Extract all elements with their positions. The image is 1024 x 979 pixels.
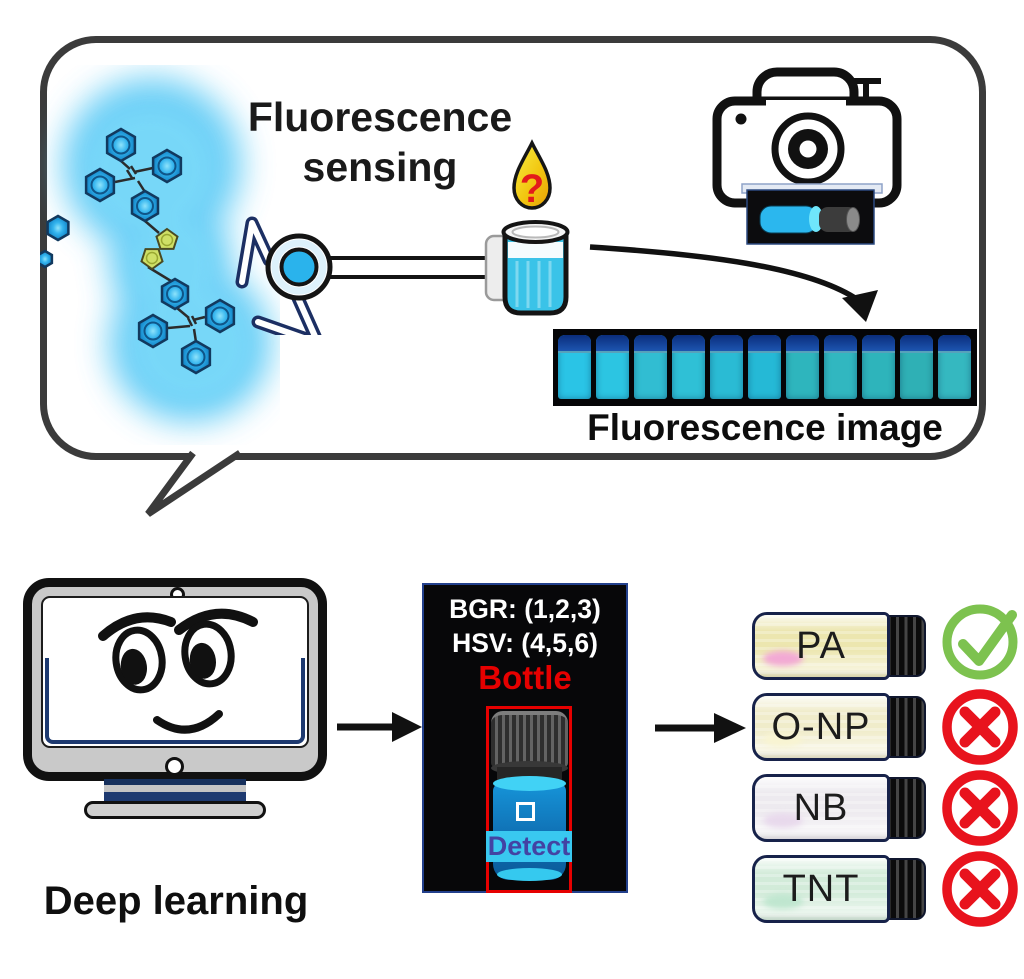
left-eyebrow	[98, 612, 176, 641]
fluorescence-sensing-title: Fluorescence sensing	[235, 92, 525, 192]
strip-vial-cap	[596, 335, 629, 353]
strip-vial-cap	[900, 335, 933, 353]
robot-arm-icon	[235, 216, 322, 335]
monitor-stand-base	[84, 801, 266, 819]
bounding-box	[486, 706, 572, 893]
strip-vial	[900, 335, 933, 399]
strip-vial-cap	[748, 335, 781, 353]
strip-vial-cap	[558, 335, 591, 353]
computer-monitor	[23, 578, 327, 781]
imaging-stage	[741, 183, 883, 245]
vial-body: O-NP	[752, 693, 890, 761]
strip-vial-cap	[672, 335, 705, 353]
class-label: Bottle	[478, 659, 572, 696]
fluorescence-image-label: Fluorescence image	[587, 407, 943, 448]
strip-vial	[748, 335, 781, 399]
detect-badge: Detect	[486, 831, 572, 862]
stirrer-ring-icon	[265, 233, 333, 301]
thiophene-rings	[140, 227, 179, 271]
bgr-value: BGR: (1,2,3)	[449, 594, 601, 624]
strip-vial	[672, 335, 705, 399]
analyte-label: PA	[796, 624, 846, 667]
result-row: TNT	[752, 851, 1024, 927]
droplet-question-mark: ?	[520, 167, 544, 211]
monitor-screen	[41, 596, 309, 748]
strip-vial	[710, 335, 743, 399]
strip-vial	[596, 335, 629, 399]
left-eye	[112, 626, 166, 694]
strip-vial-cap	[938, 335, 971, 353]
vial-body: TNT	[752, 855, 890, 923]
sensing-apparatus: ?	[235, 139, 570, 335]
aromatic-ring-circles	[90, 135, 230, 367]
monitor-stand-neck	[104, 779, 246, 803]
camera-lens	[771, 112, 845, 186]
vial-body: NB	[752, 774, 890, 842]
result-row: NB	[752, 770, 1024, 846]
analyte-label: NB	[793, 786, 849, 829]
phenyl-rings	[40, 127, 236, 375]
vial-body: PA	[752, 612, 890, 680]
monitor-button	[165, 757, 184, 776]
strip-vial-cap	[824, 335, 857, 353]
strip-vial-cap	[710, 335, 743, 353]
speech-bubble-tail	[145, 450, 242, 517]
cross-icon	[942, 770, 1018, 846]
fluorescence-image-strip	[553, 329, 977, 406]
strip-vial-cap	[786, 335, 819, 353]
bottle-bottom	[497, 868, 562, 881]
analyte-vial: PA	[752, 612, 926, 680]
title-line2: sensing	[302, 144, 458, 190]
detection-anchor-square	[516, 802, 535, 821]
question-droplet-icon: ?	[512, 139, 552, 211]
right-eye	[181, 620, 235, 688]
analyte-label: O-NP	[771, 705, 871, 748]
strip-vial	[786, 335, 819, 399]
cross-icon	[942, 851, 1018, 927]
arrow-panel-to-results	[655, 713, 746, 743]
strip-vial	[634, 335, 667, 399]
title-line1: Fluorescence	[247, 94, 513, 140]
hsv-value: HSV: (4,5,6)	[452, 628, 598, 658]
strip-vial-cap	[862, 335, 895, 353]
strip-vial	[824, 335, 857, 399]
sample-vial-icon	[501, 220, 570, 316]
screen-reflection	[45, 658, 305, 744]
strip-vial-cap	[634, 335, 667, 353]
strip-vial	[862, 335, 895, 399]
liquid-surface	[493, 776, 566, 791]
analyte-label: TNT	[782, 867, 860, 910]
arrow-monitor-to-panel	[337, 712, 422, 742]
strip-vial	[558, 335, 591, 399]
strip-vial	[938, 335, 971, 399]
analyte-vial: O-NP	[752, 693, 926, 761]
bottle-cap	[491, 711, 568, 767]
camera-icon	[712, 67, 902, 245]
analyte-vial: TNT	[752, 855, 926, 923]
fluorescent-molecule-icon	[40, 77, 272, 423]
detection-panel: BGR: (1,2,3) HSV: (4,5,6) Bottle Detect	[422, 583, 628, 893]
result-row: O-NP	[752, 689, 1024, 765]
deep-learning-label: Deep learning	[43, 879, 309, 923]
check-icon	[942, 604, 1018, 680]
color-metrics: BGR: (1,2,3) HSV: (4,5,6)	[424, 592, 626, 660]
identification-results: PA O-NP	[752, 604, 1024, 942]
cross-icon	[942, 689, 1018, 765]
smile	[153, 710, 223, 734]
right-eyebrow	[174, 608, 258, 635]
curved-arrow	[589, 244, 878, 322]
analyte-vial: NB	[752, 774, 926, 842]
viewfinder-dot	[735, 113, 747, 125]
stirrer-rod	[323, 256, 505, 279]
monitor-face	[98, 608, 258, 734]
thiophene-inner	[145, 233, 174, 265]
result-row: PA	[752, 604, 1024, 680]
